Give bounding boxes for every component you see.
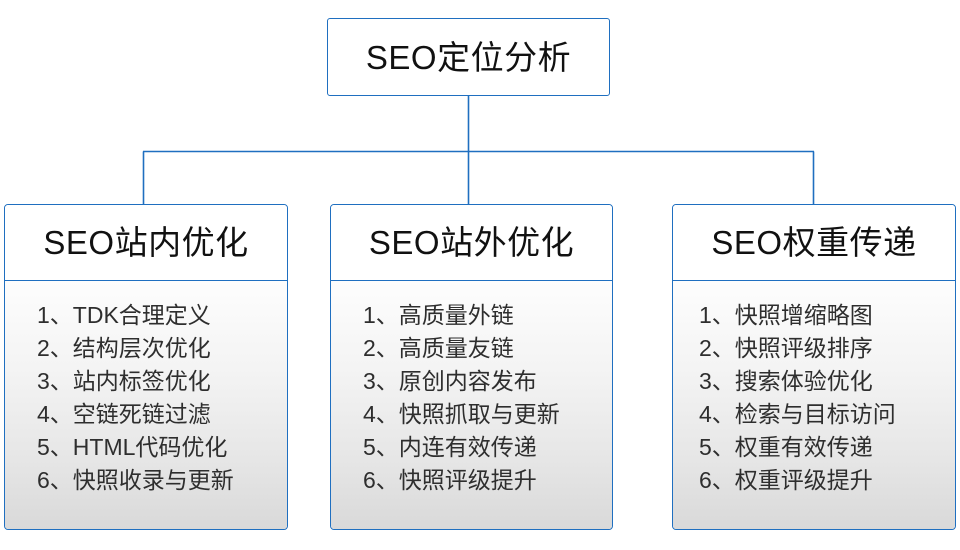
list-item: 5、权重有效传递 xyxy=(699,434,873,460)
list-item: 6、权重评级提升 xyxy=(699,467,873,493)
branch-item-list: 1、快照增缩略图 2、快照评级排序 3、搜索体验优化 4、检索与目标访问 5、权… xyxy=(673,299,955,497)
branch-node-seo-offsite[interactable]: SEO站外优化 1、高质量外链 2、高质量友链 3、原创内容发布 4、快照抓取与… xyxy=(330,204,613,530)
branch-node-seo-weight[interactable]: SEO权重传递 1、快照增缩略图 2、快照评级排序 3、搜索体验优化 4、检索与… xyxy=(672,204,956,530)
list-item: 4、检索与目标访问 xyxy=(699,401,896,427)
branch-header: SEO站外优化 xyxy=(331,205,612,281)
list-item: 1、TDK合理定义 xyxy=(37,302,211,328)
branch-header-title: SEO站内优化 xyxy=(43,224,249,261)
list-item: 5、HTML代码优化 xyxy=(37,434,228,460)
list-item: 3、原创内容发布 xyxy=(363,368,537,394)
list-item: 5、内连有效传递 xyxy=(363,434,537,460)
branch-item-list: 1、TDK合理定义 2、结构层次优化 3、站内标签优化 4、空链死链过滤 5、H… xyxy=(5,299,287,497)
list-item: 1、高质量外链 xyxy=(363,302,514,328)
list-item: 6、快照评级提升 xyxy=(363,467,537,493)
list-item: 1、快照增缩略图 xyxy=(699,302,873,328)
branch-item-list: 1、高质量外链 2、高质量友链 3、原创内容发布 4、快照抓取与更新 5、内连有… xyxy=(331,299,612,497)
branch-header: SEO站内优化 xyxy=(5,205,287,281)
root-node[interactable]: SEO定位分析 xyxy=(327,18,610,96)
list-item: 3、站内标签优化 xyxy=(37,368,211,394)
list-item: 4、快照抓取与更新 xyxy=(363,401,560,427)
list-item: 3、搜索体验优化 xyxy=(699,368,873,394)
branch-body: 1、高质量外链 2、高质量友链 3、原创内容发布 4、快照抓取与更新 5、内连有… xyxy=(331,281,612,529)
list-item: 4、空链死链过滤 xyxy=(37,401,211,427)
root-node-title: SEO定位分析 xyxy=(365,38,572,76)
branch-node-seo-onsite[interactable]: SEO站内优化 1、TDK合理定义 2、结构层次优化 3、站内标签优化 4、空链… xyxy=(4,204,288,530)
list-item: 2、高质量友链 xyxy=(363,335,514,361)
branch-body: 1、TDK合理定义 2、结构层次优化 3、站内标签优化 4、空链死链过滤 5、H… xyxy=(5,281,287,529)
branch-header-title: SEO站外优化 xyxy=(368,224,575,261)
list-item: 2、快照评级排序 xyxy=(699,335,873,361)
list-item: 6、快照收录与更新 xyxy=(37,467,234,493)
branch-header: SEO权重传递 xyxy=(673,205,955,281)
branch-header-title: SEO权重传递 xyxy=(711,224,917,261)
branch-body: 1、快照增缩略图 2、快照评级排序 3、搜索体验优化 4、检索与目标访问 5、权… xyxy=(673,281,955,529)
list-item: 2、结构层次优化 xyxy=(37,335,211,361)
